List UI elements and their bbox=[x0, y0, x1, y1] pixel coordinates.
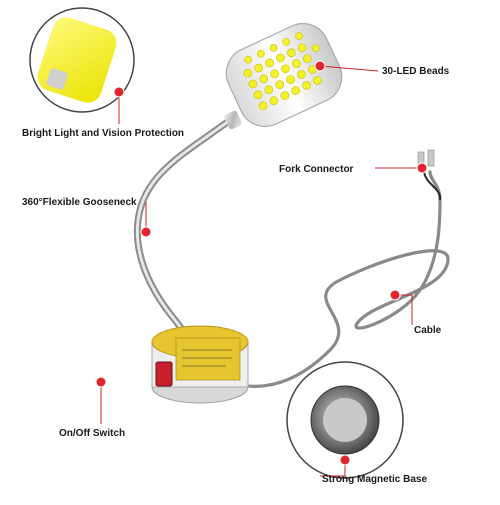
callout-dot-bright bbox=[113, 86, 125, 98]
cable-icon bbox=[208, 170, 450, 388]
magnet-zoom-icon bbox=[286, 361, 404, 479]
label-led-beads: 30-LED Beads bbox=[382, 66, 450, 77]
label-fork-connector: Fork Connector bbox=[279, 164, 354, 175]
callout-dot-cable bbox=[389, 289, 401, 301]
callout-dot-gooseneck bbox=[140, 226, 152, 238]
switch-base-icon bbox=[151, 325, 249, 404]
led-glow-zoom-icon bbox=[29, 7, 135, 113]
label-switch: On/Off Switch bbox=[59, 428, 126, 439]
label-bright-light: Bright Light and Vision Protection bbox=[22, 128, 185, 139]
label-gooseneck: 360°Flexible Gooseneck bbox=[22, 197, 137, 208]
callout-dot-magnet bbox=[339, 454, 351, 466]
callout-dot-fork bbox=[416, 162, 428, 174]
label-magnetic-base: Strong Magnetic Base bbox=[322, 474, 428, 485]
label-cable: Cable bbox=[414, 325, 442, 336]
callout-dot-beads bbox=[314, 60, 326, 72]
lamp-head bbox=[224, 22, 343, 130]
callout-dot-switch bbox=[95, 376, 107, 388]
